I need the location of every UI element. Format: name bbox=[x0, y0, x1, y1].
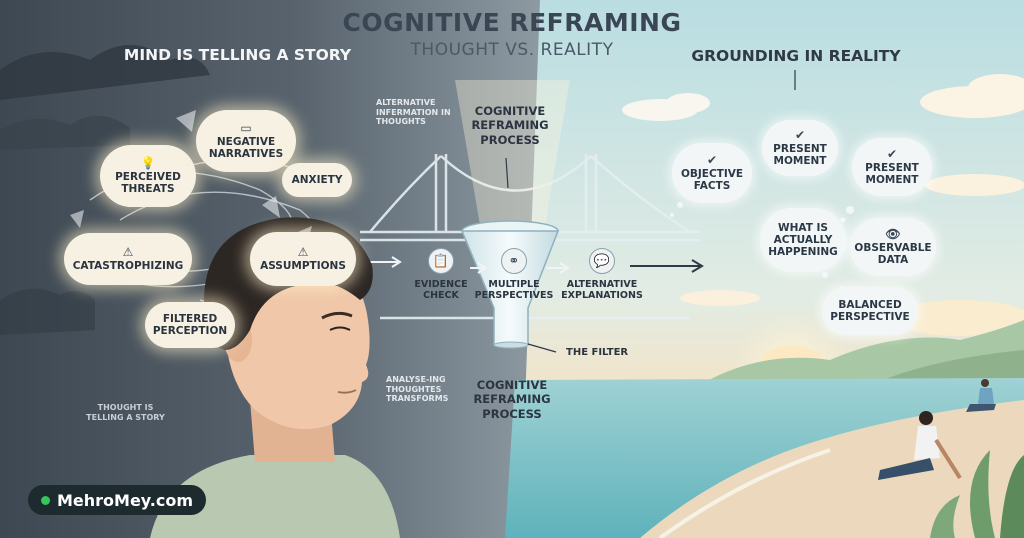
page-subtitle: THOUGHT VS. REALITY bbox=[410, 40, 614, 60]
message-icon: ▭ bbox=[240, 120, 252, 135]
center-bottom-note: ANALYSE-ING THOUGHTES TRANSFORMS bbox=[386, 375, 449, 404]
cloud-balanced-perspective: BALANCED PERSPECTIVE bbox=[822, 287, 918, 335]
circles-icon: ⚭ bbox=[501, 248, 527, 274]
check-icon: ✔ bbox=[794, 127, 806, 142]
check-icon: ✔ bbox=[886, 146, 898, 161]
lightbulb-icon: 💡 bbox=[140, 155, 156, 170]
cloud-present-moment-2: ✔ PRESENT MOMENT bbox=[852, 138, 932, 196]
cloud-anxiety: ANXIETY bbox=[282, 163, 352, 197]
left-caption: THOUGHT IS TELLING A STORY bbox=[86, 403, 165, 422]
check-icon: ✔ bbox=[706, 152, 718, 167]
filter-label: THE FILTER bbox=[566, 347, 629, 358]
cloud-observable-data: 👁 OBSERVABLE DATA bbox=[850, 218, 936, 276]
cloud-present-moment-1: ✔ PRESENT MOMENT bbox=[762, 120, 838, 176]
filter-funnel bbox=[460, 220, 560, 349]
cloud-objective-facts: ✔ OBJECTIVE FACTS bbox=[672, 143, 752, 203]
cloud-filtered-perception: FILTERED PERCEPTION bbox=[145, 302, 235, 348]
cloud-negative-narratives: ▭ NEGATIVE NARRATIVES bbox=[196, 110, 296, 172]
eye-icon: 👁 bbox=[885, 226, 901, 241]
center-top-note: ALTERNATIVE INFERMATION IN THOUGHTS bbox=[376, 98, 451, 127]
clipboard-icon: 📋 bbox=[428, 248, 454, 274]
cloud-perceived-threats: 💡 PERCEIVED THREATS bbox=[100, 145, 196, 207]
left-section-heading: MIND IS TELLING A STORY bbox=[123, 46, 352, 64]
warning-icon: ⚠ bbox=[122, 244, 134, 259]
cloud-assumptions: ⚠ ASSUMPTIONS bbox=[250, 232, 356, 286]
person-distant bbox=[966, 379, 996, 412]
cloud-catastrophizing: ⚠ CATASTROPHIZING bbox=[64, 233, 192, 285]
step-multiple-perspectives: ⚭ MULTIPLE PERSPECTIVES bbox=[470, 248, 558, 302]
speech-bubble-icon: 💬 bbox=[589, 248, 615, 274]
center-process-title: COGNITIVE REFRAMING PROCESS bbox=[471, 104, 549, 147]
step-alternative-explanations: 💬 ALTERNATIVE EXPLANATIONS bbox=[556, 248, 648, 302]
website-badge[interactable]: MehroMey.com bbox=[28, 485, 206, 515]
status-dot-icon bbox=[40, 495, 50, 505]
cloud-what-is-happening: WHAT IS ACTUALLY HAPPENING bbox=[760, 208, 846, 272]
right-section-heading: GROUNDING IN REALITY bbox=[691, 47, 901, 65]
page-title: COGNITIVE REFRAMING bbox=[342, 8, 682, 37]
step-evidence-check: 📋 EVIDENCE CHECK bbox=[408, 248, 474, 302]
warning-icon: ⚠ bbox=[297, 244, 309, 259]
person-sitting bbox=[878, 411, 962, 480]
center-bottom-title: COGNITIVE REFRAMING PROCESS bbox=[473, 378, 551, 421]
